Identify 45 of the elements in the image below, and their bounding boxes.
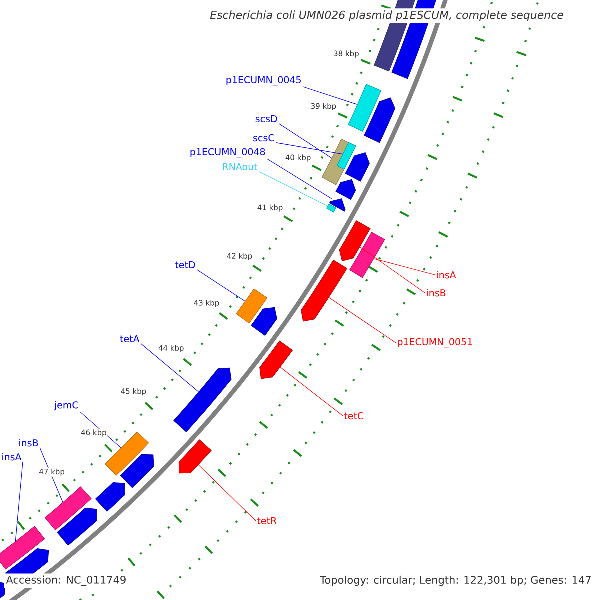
leader-line — [15, 462, 24, 542]
gene-block — [105, 432, 150, 476]
gene-block — [174, 368, 232, 432]
gene-label: insA — [2, 453, 22, 461]
gene-label: tetD — [175, 261, 196, 269]
gene-label: tetR — [257, 517, 277, 525]
gene-block — [350, 232, 386, 278]
info-text: Topology: circular; Length: 122,301 bp; Genes: 147 — [318, 574, 594, 588]
title: Escherichia coli UMN026 plasmid p1ESCUM, complete sequence — [208, 8, 566, 24]
gene-label: tetC — [344, 412, 364, 420]
leader-line — [302, 86, 358, 105]
gene-block — [326, 204, 336, 213]
gene-block — [336, 142, 356, 170]
leader-line — [328, 297, 396, 344]
leader-line — [196, 269, 246, 302]
gene-label: RNAout — [223, 163, 258, 171]
gene-block — [339, 220, 371, 262]
gene-block — [236, 288, 268, 324]
gene-label: p1ECUMN_0045 — [226, 76, 301, 86]
gene-label: insB — [20, 439, 38, 447]
gene-label: scsC — [254, 134, 274, 142]
gene-label: insB — [427, 289, 446, 297]
gene-label: p1ECUMN_0048 — [190, 148, 266, 158]
leader-line — [280, 367, 344, 416]
leader-line — [258, 171, 328, 207]
gene-label: p1ECUMN_0051 — [398, 338, 472, 348]
gene-block — [0, 526, 46, 570]
gene-block — [348, 84, 382, 132]
leader-line — [374, 258, 436, 276]
gene-block — [178, 440, 212, 474]
leader-line — [276, 142, 344, 155]
leader-line — [266, 158, 332, 200]
gene-block — [301, 260, 348, 322]
gene-block — [44, 486, 92, 530]
leader-line — [278, 123, 332, 159]
leader-line — [140, 343, 200, 392]
gene-block — [329, 198, 346, 212]
gene-label: insA — [437, 271, 456, 279]
gene-label: tetA — [120, 335, 140, 343]
leader-line — [360, 246, 426, 294]
gene-block — [260, 340, 293, 380]
accession-text: Accession: NC_011749 — [4, 574, 129, 588]
gene-label: jemC — [54, 401, 78, 411]
leader-line — [198, 464, 256, 522]
gene-label: scsD — [256, 115, 278, 123]
